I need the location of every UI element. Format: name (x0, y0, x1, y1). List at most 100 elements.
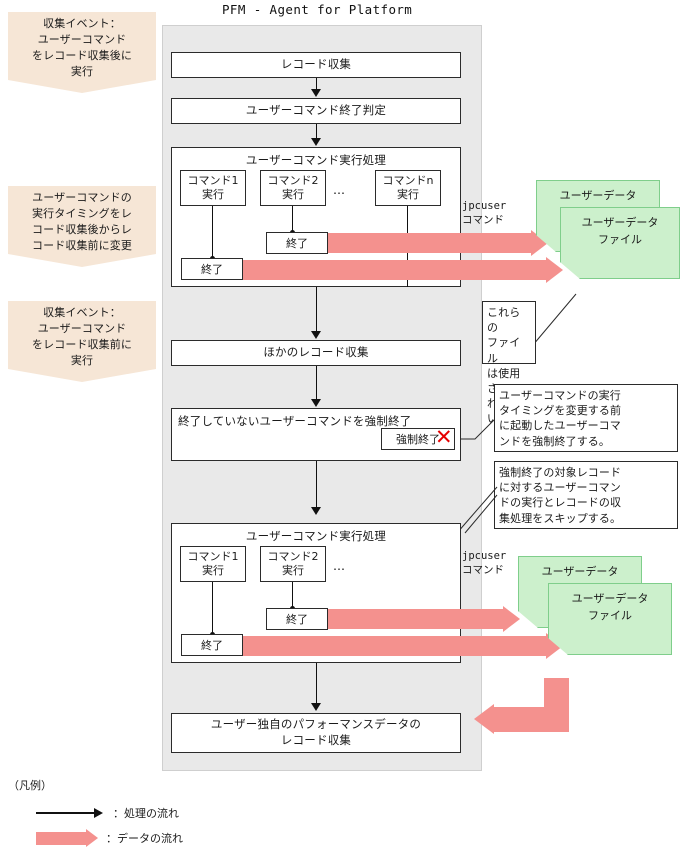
balloon-tail (8, 368, 156, 382)
balloon-line: 実行タイミングをレ (32, 206, 132, 220)
balloon-line: ユーザーコマンドの (32, 191, 132, 204)
connector-4-arrowhead (311, 399, 321, 407)
note-force-terminate-reason: ユーザーコマンドの実行 タイミングを変更する前 に起動したユーザーコマ ンドを強… (494, 384, 678, 452)
connector-6-arrowhead (311, 703, 321, 711)
balloon-collect-event-after: 収集イベント： ユーザーコマンド をレコード収集後に 実行 (8, 12, 156, 93)
return-arrow-head (474, 704, 494, 734)
return-arrow-horizontal (494, 707, 569, 732)
file-line: ユーザーデータ (559, 189, 637, 202)
data-arrow-4-shaft (243, 636, 546, 656)
note-line: ファイル (487, 336, 521, 365)
thick-arrow-icon-head (86, 829, 98, 847)
note-line: ンドを強制終了する。 (499, 434, 610, 448)
note-line: に起動したユーザーコマ (499, 419, 621, 433)
connector-4 (316, 366, 317, 401)
jpcuser-label-bottom: jpcuser コマンド (462, 549, 506, 577)
connector-2-arrowhead (311, 138, 321, 146)
exec-group-1-title: ユーザーコマンド実行処理 (245, 153, 387, 167)
step-line: ユーザー独自のパフォーマンスデータの (210, 717, 422, 732)
exec1-command-n: コマンドn 実行 (375, 170, 441, 206)
data-file-2b: ユーザーデータ ファイル (548, 583, 672, 655)
data-arrow-2-shaft (243, 260, 546, 280)
connector-6 (316, 663, 317, 705)
data-file-1b: ユーザーデータ ファイル (560, 207, 680, 279)
data-arrow-3-shaft (328, 609, 503, 629)
command-action: 実行 (282, 564, 304, 577)
balloon-line: 収集イベント： (43, 306, 121, 319)
command-name: コマンドn (382, 174, 434, 188)
exec1-cmd2-line (292, 206, 293, 232)
step-record-collect: レコード収集 (171, 52, 461, 78)
command-action: 実行 (397, 188, 419, 201)
balloon-timing-change: ユーザーコマンドの 実行タイミングをレ コード収集後からレ コード収集前に変更 (8, 186, 156, 267)
jpcuser-line1: jpcuser (462, 550, 507, 562)
connector-5-arrowhead (311, 507, 321, 515)
command-action: 実行 (202, 564, 224, 577)
command-action: 実行 (202, 188, 224, 201)
step-line: レコード収集 (280, 733, 352, 747)
command-name: コマンド1 (187, 174, 239, 188)
balloon-line: 収集イベント： (43, 17, 121, 30)
exec2-cmd1-line (212, 582, 213, 635)
step-user-command-end-check: ユーザーコマンド終了判定 (171, 98, 461, 124)
step-force-terminate: 終了していないユーザーコマンドを強制終了 (171, 408, 461, 461)
note-line: ユーザーコマンドの実行 (499, 389, 621, 402)
connector-3 (316, 287, 317, 333)
balloon-line: ユーザーコマンド (37, 32, 127, 46)
balloon-body: 収集イベント： ユーザーコマンド をレコード収集後に 実行 (8, 12, 156, 80)
force-terminate-inner-box: 強制終了 (381, 428, 455, 450)
thin-arrow-icon-head (94, 808, 103, 818)
command-name: コマンド2 (267, 550, 319, 564)
file-line: ユーザーデータ (541, 565, 619, 578)
note-line: これらの (487, 306, 521, 335)
exec2-cmd2-line (292, 582, 293, 608)
exec-group-2-title: ユーザーコマンド実行処理 (245, 529, 387, 543)
note-skip-processing: 強制終了の対象レコード に対するユーザーコマン ドの実行とレコードの収 集処理を… (494, 461, 678, 529)
legend-label-data-flow: ：データの流れ (106, 832, 183, 845)
balloon-tail (8, 253, 156, 267)
connector-1-arrowhead (311, 89, 321, 97)
thin-arrow-icon-shaft (36, 812, 94, 814)
exec2-command-2: コマンド2 実行 (260, 546, 326, 582)
exec1-end-1: 終了 (181, 258, 243, 280)
note-line: ドの実行とレコードの収 (499, 496, 622, 510)
exec1-ellipsis: … (333, 183, 347, 197)
file-line: ファイル (598, 232, 642, 246)
exec1-cmd1-line (212, 206, 213, 259)
exec2-end-2: 終了 (266, 608, 328, 630)
note-line: 強制終了の対象レコード (499, 466, 622, 479)
file-line: ファイル (588, 608, 632, 622)
diagram-title: PFM - Agent for Platform (222, 2, 413, 17)
legend-item-data-flow: ：データの流れ (36, 826, 286, 850)
force-terminate-text: 終了していないユーザーコマンドを強制終了 (178, 414, 412, 428)
command-name: コマンド2 (267, 174, 319, 188)
command-name: コマンド1 (187, 550, 239, 564)
legend-item-process-flow: ：処理の流れ (36, 804, 286, 822)
balloon-line: 実行 (70, 353, 94, 367)
balloon-body: ユーザーコマンドの 実行タイミングをレ コード収集後からレ コード収集前に変更 (8, 186, 156, 254)
note-files-unused: これらの ファイル は使用さ れない。 (482, 301, 536, 425)
step-own-performance-record-collect: ユーザー独自のパフォーマンスデータの レコード収集 (171, 713, 461, 753)
thick-arrow-icon (36, 826, 106, 850)
balloon-line: コード収集後からレ (32, 222, 132, 236)
jpcuser-line2: コマンド (462, 214, 504, 227)
data-arrow-1-shaft (328, 233, 531, 253)
note-2-leader (461, 418, 496, 440)
balloon-line: ユーザーコマンド (37, 321, 127, 335)
exec1-command-2: コマンド2 実行 (260, 170, 326, 206)
command-action: 実行 (282, 188, 304, 201)
force-terminate-x-icon: ✕ (435, 425, 453, 449)
balloon-tail (8, 79, 156, 93)
exec2-ellipsis: … (333, 559, 347, 573)
note-3-leader (456, 486, 498, 534)
jpcuser-line2: コマンド (462, 564, 504, 577)
note-line: に対するユーザーコマン (499, 481, 621, 495)
note-line: タイミングを変更する前 (499, 404, 622, 418)
balloon-body: 収集イベント： ユーザーコマンド をレコード収集前に 実行 (8, 301, 156, 369)
exec2-end-1: 終了 (181, 634, 243, 656)
connector-3-arrowhead (311, 331, 321, 339)
note-line: 集処理をスキップする。 (499, 511, 622, 525)
legend-title: （凡例） (8, 779, 52, 792)
exec1-command-1: コマンド1 実行 (180, 170, 246, 206)
connector-1 (316, 78, 317, 91)
